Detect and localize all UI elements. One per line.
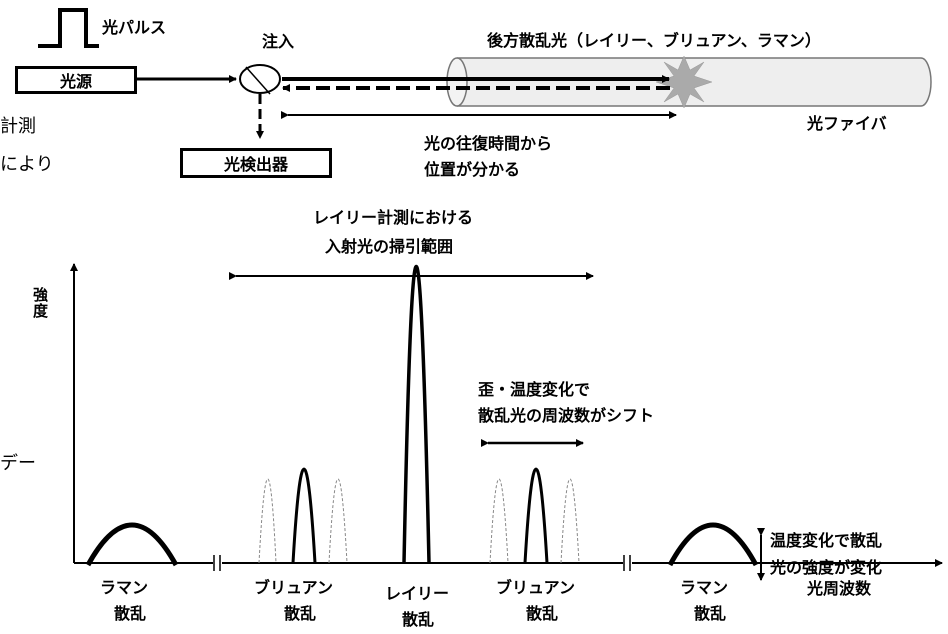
fiber-end	[446, 57, 468, 107]
raman-left-line2: 散乱	[114, 604, 147, 623]
brillouin-left-line2: 散乱	[284, 604, 317, 623]
roundtrip-line1: 光の往復時間から	[424, 134, 553, 153]
axis-break-right	[623, 555, 632, 571]
axis-break-left	[213, 555, 222, 571]
raman-hump-right	[667, 522, 759, 567]
raman-left-line1: ラマン	[100, 578, 149, 597]
x-axis-label: 光周波数	[807, 579, 872, 598]
sweep-line2: 入射光の掃引範囲	[325, 237, 454, 256]
rayleigh-line1: レイリー	[385, 584, 450, 603]
detector-box: 光検出器	[180, 148, 332, 178]
detector-label: 光検出器	[223, 155, 288, 174]
brillouin-right-line1: ブリュアン	[496, 578, 576, 597]
light-source-label: 光源	[59, 72, 92, 91]
sweep-line1: レイリー計測における	[313, 208, 474, 227]
shift-line2: 散乱光の周波数がシフト	[478, 406, 655, 425]
light-source-box: 光源	[15, 66, 137, 94]
rayleigh-peak	[402, 265, 431, 564]
raman-right-line2: 散乱	[694, 604, 727, 623]
brillouin-left-dash-1	[258, 478, 277, 564]
brillouin-left-dash-2	[328, 478, 348, 564]
inject-label: 注入	[262, 32, 295, 51]
pulse-symbol	[38, 8, 99, 48]
fiber-label: 光ファイバ	[807, 114, 887, 133]
brillouin-left-line1: ブリュアン	[254, 578, 334, 597]
raman-note-line1: 温度変化で散乱	[770, 531, 883, 550]
coupler	[239, 64, 281, 94]
pulse-label: 光パルス	[102, 18, 167, 37]
raman-note-line2: 光の強度が変化	[770, 558, 883, 577]
brillouin-right-peak	[523, 467, 549, 564]
rayleigh-line2: 散乱	[402, 610, 435, 629]
raman-right-line1: ラマン	[680, 578, 729, 597]
brillouin-right-dash-2	[560, 478, 580, 564]
brillouin-left-peak	[291, 467, 317, 564]
y-axis-label: 強度	[31, 287, 49, 319]
shift-line1: 歪・温度変化で	[478, 380, 591, 399]
brillouin-right-line2: 散乱	[526, 604, 559, 623]
roundtrip-line2: 位置が分かる	[424, 160, 521, 179]
scatter-burst	[655, 55, 713, 109]
cut-text-2: により	[0, 154, 54, 175]
cut-text-3: デー	[0, 453, 36, 474]
raman-hump-left	[85, 522, 179, 567]
cut-text-1: 計測	[0, 116, 36, 137]
brillouin-right-dash-1	[489, 478, 509, 564]
backscatter-label: 後方散乱光（レイリー、ブリュアン、ラマン）	[487, 31, 821, 50]
